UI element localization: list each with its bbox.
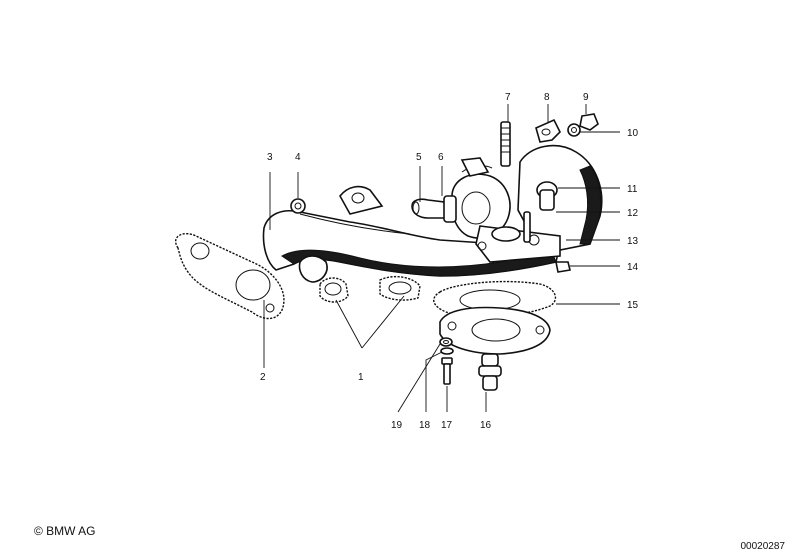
callout-3: 3 xyxy=(267,152,273,163)
document-number: 00020287 xyxy=(740,541,786,552)
stud-part-12 xyxy=(523,211,531,243)
stud-part-7 xyxy=(500,121,511,167)
callout-10: 10 xyxy=(627,128,639,139)
callout-6: 6 xyxy=(438,152,444,163)
callout-11: 11 xyxy=(627,184,638,195)
nut-part-9 xyxy=(579,113,599,131)
callout-4: 4 xyxy=(295,152,301,163)
callout-7: 7 xyxy=(505,92,511,103)
callout-5: 5 xyxy=(416,152,422,163)
callout-9: 9 xyxy=(583,92,589,103)
fitting-part-5 xyxy=(411,195,457,223)
washer-part-10 xyxy=(567,123,581,137)
callout-12: 12 xyxy=(627,208,639,219)
exhaust-manifold-part-3 xyxy=(262,185,561,283)
callout-15: 15 xyxy=(627,300,639,311)
callout-16: 16 xyxy=(480,420,492,431)
washer-part-19 xyxy=(439,337,453,347)
callout-labels: 1 2 3 4 5 6 7 8 9 10 11 12 13 14 15 16 1… xyxy=(260,92,639,431)
port-gaskets-part-1 xyxy=(319,275,421,303)
outlet-housing-part-6 xyxy=(450,157,511,239)
callout-17: 17 xyxy=(441,420,453,431)
fitting-part-16 xyxy=(478,353,502,391)
callout-18: 18 xyxy=(419,420,431,431)
callout-1: 1 xyxy=(358,372,364,383)
callout-8: 8 xyxy=(544,92,550,103)
washer-part-18 xyxy=(440,347,454,355)
copyright-text: © BMW AG xyxy=(34,524,96,538)
washer-part-4 xyxy=(290,198,306,214)
callout-14: 14 xyxy=(627,262,639,273)
bolt-part-17 xyxy=(441,357,453,385)
callout-13: 13 xyxy=(627,236,639,247)
lower-gasket-part-15 xyxy=(433,280,557,318)
bracket-part-8 xyxy=(535,118,561,143)
callout-2: 2 xyxy=(260,372,266,383)
nut-part-14 xyxy=(555,261,571,273)
plug-part-11 xyxy=(536,181,558,211)
leader-lines xyxy=(263,104,620,413)
callout-19: 19 xyxy=(391,420,403,431)
lower-flange-plate xyxy=(439,306,551,355)
flange-gasket-part-2 xyxy=(175,232,285,320)
outlet-elbow-part-13 xyxy=(475,144,603,263)
